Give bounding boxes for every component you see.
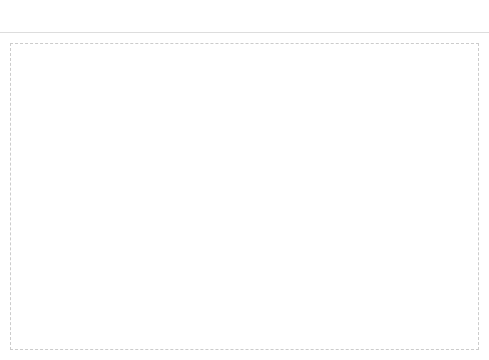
title-bar (0, 0, 489, 33)
content-area (10, 43, 479, 350)
main-area (0, 33, 489, 360)
